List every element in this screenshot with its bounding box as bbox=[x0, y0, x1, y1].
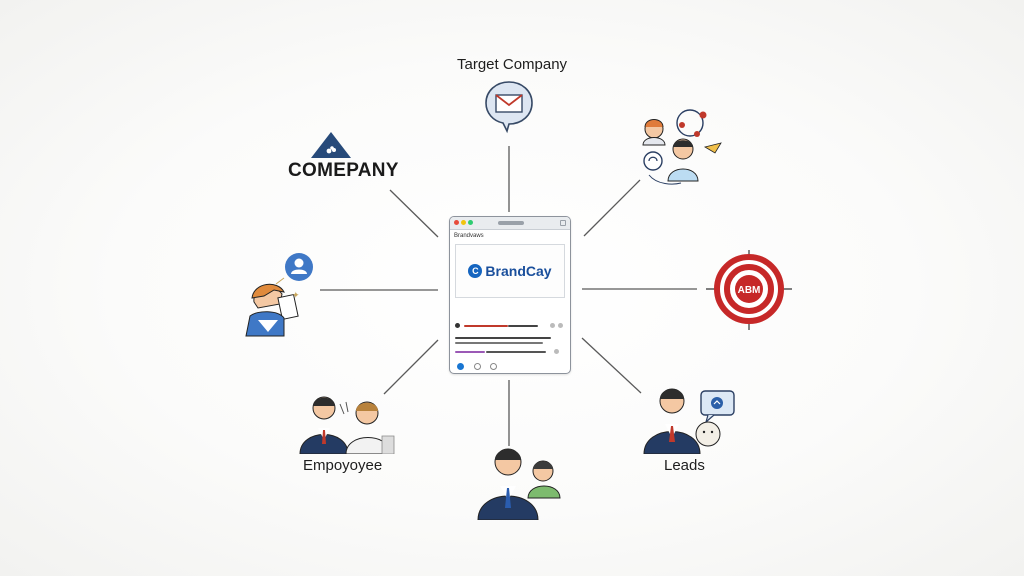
post-title-line bbox=[464, 325, 508, 327]
post-meta-line bbox=[486, 351, 546, 353]
share-action-icon[interactable] bbox=[490, 363, 497, 370]
support-agents-network-icon bbox=[642, 109, 722, 185]
connector-top-left bbox=[389, 189, 439, 238]
abm-target-icon: ABM bbox=[706, 250, 792, 330]
post-more-icon bbox=[558, 323, 563, 328]
brand-website-browser-window: Brandvaws C BrandCay bbox=[449, 216, 571, 374]
target-company-label: Target Company bbox=[457, 56, 568, 73]
minimize-dot bbox=[461, 220, 466, 225]
post-body-line-2 bbox=[455, 342, 543, 344]
leads-label: Leads bbox=[664, 457, 705, 474]
post-title-line-2 bbox=[508, 325, 538, 327]
browser-titlebar bbox=[450, 217, 570, 230]
brand-hero-banner: C BrandCay bbox=[455, 244, 565, 298]
post-share-icon bbox=[554, 349, 559, 354]
abm-label: ABM bbox=[738, 285, 761, 296]
connector-bottom-left bbox=[383, 339, 439, 395]
svg-text:✦: ✦ bbox=[292, 290, 300, 300]
leads-person-with-chat-icon bbox=[643, 388, 735, 454]
company-logo-text: COMEPANY bbox=[288, 160, 399, 181]
maximize-dot bbox=[468, 220, 473, 225]
person-with-profile-bubble-icon: ✦ bbox=[245, 253, 313, 337]
post-body-line bbox=[455, 337, 551, 339]
close-dot bbox=[454, 220, 459, 225]
site-name: Brandvaws bbox=[454, 233, 484, 239]
company-mountain-logo-icon bbox=[311, 132, 351, 158]
brand-name: BrandCay bbox=[485, 263, 552, 279]
comment-action-icon[interactable] bbox=[474, 363, 481, 370]
manager-and-colleague-icon bbox=[477, 448, 561, 520]
connector-bottom-right bbox=[581, 337, 642, 394]
brand-mark-icon: C bbox=[468, 264, 483, 278]
titlebar-handle bbox=[498, 221, 524, 225]
employees-pair-icon bbox=[299, 396, 395, 454]
employee-label: Empoyoyee bbox=[303, 457, 383, 474]
brand-logo: C BrandCay bbox=[468, 263, 552, 279]
post-menu-icon bbox=[550, 323, 555, 328]
window-control-icon bbox=[560, 220, 566, 226]
connector-top-right bbox=[583, 179, 641, 237]
post-avatar bbox=[455, 323, 460, 328]
envelope-speech-bubble-icon bbox=[485, 81, 533, 134]
post-tag-line bbox=[455, 351, 485, 353]
like-action-icon[interactable] bbox=[457, 363, 464, 370]
